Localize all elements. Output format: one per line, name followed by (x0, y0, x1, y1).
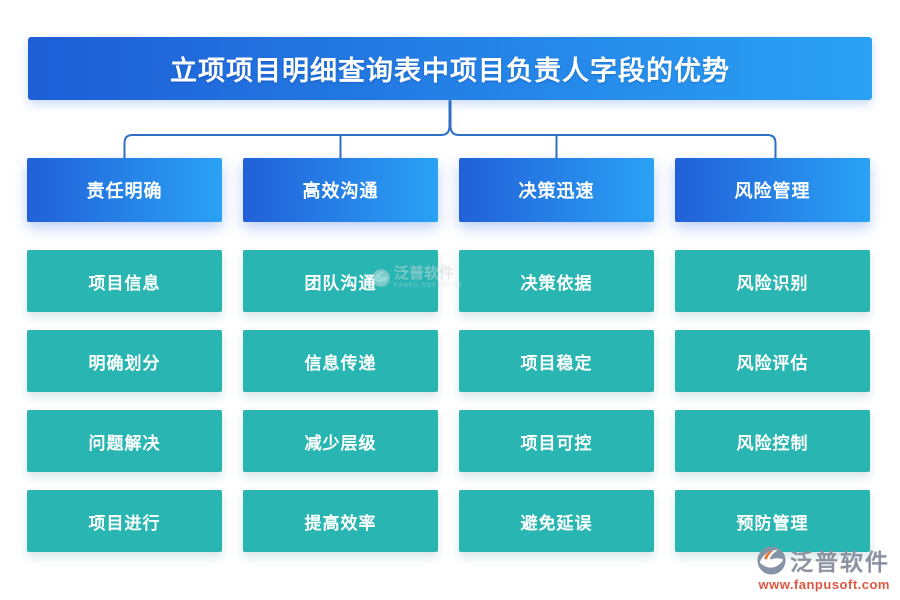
column-risk: 风险管理 风险识别 风险评估 风险控制 预防管理 (675, 158, 870, 552)
item-label: 项目可控 (520, 433, 593, 453)
footer-logo: 泛普软件 www.fanpusoft.com (757, 543, 890, 592)
item-label: 减少层级 (304, 433, 377, 453)
item-label: 项目进行 (88, 513, 161, 533)
item-box: 风险识别 (675, 250, 870, 312)
page-title: 立项项目明细查询表中项目负责人字段的优势 (170, 56, 730, 86)
item-label: 预防管理 (736, 513, 809, 533)
item-box: 问题解决 (27, 410, 222, 472)
connector-left-branch (123, 100, 451, 162)
category-box: 风险管理 (675, 158, 870, 222)
category-label: 责任明确 (86, 181, 163, 201)
item-box: 决策依据 (459, 250, 654, 312)
item-box: 项目可控 (459, 410, 654, 472)
footer-website-url: www.fanpusoft.com (758, 577, 890, 592)
item-box: 信息传递 (243, 330, 438, 392)
item-label: 提高效率 (304, 513, 377, 533)
category-box: 责任明确 (27, 158, 222, 222)
connector-right-branch (449, 100, 777, 162)
item-label: 风险评估 (736, 353, 809, 373)
item-box: 提高效率 (243, 490, 438, 552)
category-box: 高效沟通 (243, 158, 438, 222)
item-box: 项目信息 (27, 250, 222, 312)
column-communication: 高效沟通 团队沟通 信息传递 减少层级 提高效率 (243, 158, 438, 552)
footer-brand-name: 泛普软件 (790, 549, 890, 575)
item-label: 项目稳定 (520, 353, 593, 373)
item-label: 风险识别 (736, 273, 809, 293)
item-box: 明确划分 (27, 330, 222, 392)
category-box: 决策迅速 (459, 158, 654, 222)
item-label: 决策依据 (520, 273, 593, 293)
column-decision: 决策迅速 决策依据 项目稳定 项目可控 避免延误 (459, 158, 654, 552)
category-label: 决策迅速 (518, 181, 595, 201)
category-label: 高效沟通 (302, 181, 379, 201)
item-label: 信息传递 (304, 353, 377, 373)
item-box: 减少层级 (243, 410, 438, 472)
column-responsibility: 责任明确 项目信息 明确划分 问题解决 项目进行 (27, 158, 222, 552)
fanpu-logo-icon (757, 545, 786, 575)
category-label: 风险管理 (734, 181, 811, 201)
item-label: 明确划分 (88, 353, 161, 373)
item-box: 团队沟通 (243, 250, 438, 312)
item-box: 风险控制 (675, 410, 870, 472)
item-label: 避免延误 (520, 513, 593, 533)
item-label: 项目信息 (88, 273, 161, 293)
item-box: 项目稳定 (459, 330, 654, 392)
item-label: 团队沟通 (304, 273, 377, 293)
title-banner: 立项项目明细查询表中项目负责人字段的优势 (28, 37, 872, 100)
item-box: 项目进行 (27, 490, 222, 552)
item-label: 风险控制 (736, 433, 809, 453)
item-box: 风险评估 (675, 330, 870, 392)
item-label: 问题解决 (88, 433, 161, 453)
item-box: 预防管理 (675, 490, 870, 552)
item-box: 避免延误 (459, 490, 654, 552)
